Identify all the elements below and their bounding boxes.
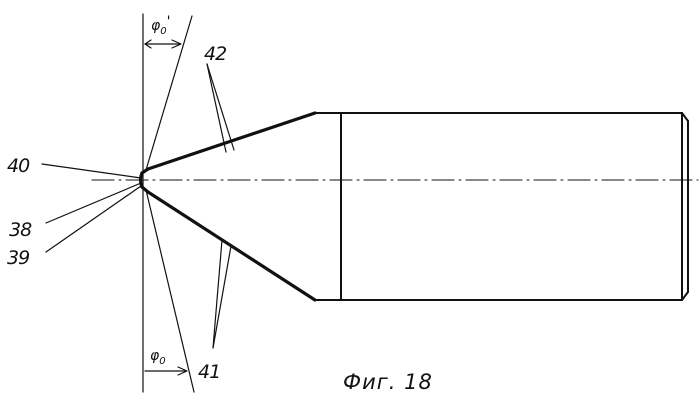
label-39: 39 xyxy=(7,247,29,269)
angle-line-top xyxy=(146,16,192,170)
leader-41-b xyxy=(213,246,231,348)
label-38: 38 xyxy=(9,219,32,241)
leader-42-b xyxy=(207,64,234,150)
tip-point xyxy=(141,173,143,187)
leader-39 xyxy=(46,186,141,252)
angle-label-top: φ0' xyxy=(151,14,170,37)
figure-caption: Фиг. 18 xyxy=(343,370,433,394)
label-41: 41 xyxy=(198,361,220,383)
angle-dimension-top xyxy=(145,40,181,48)
label-40: 40 xyxy=(7,155,30,177)
label-42: 42 xyxy=(204,43,226,65)
tool-outline xyxy=(141,113,689,300)
leader-40 xyxy=(42,164,141,178)
leader-42-a xyxy=(207,64,226,152)
leader-38 xyxy=(46,183,141,223)
angle-dimension-bottom xyxy=(145,367,187,375)
angle-label-bottom: φ0 xyxy=(150,348,166,367)
leader-41-a xyxy=(213,240,222,348)
